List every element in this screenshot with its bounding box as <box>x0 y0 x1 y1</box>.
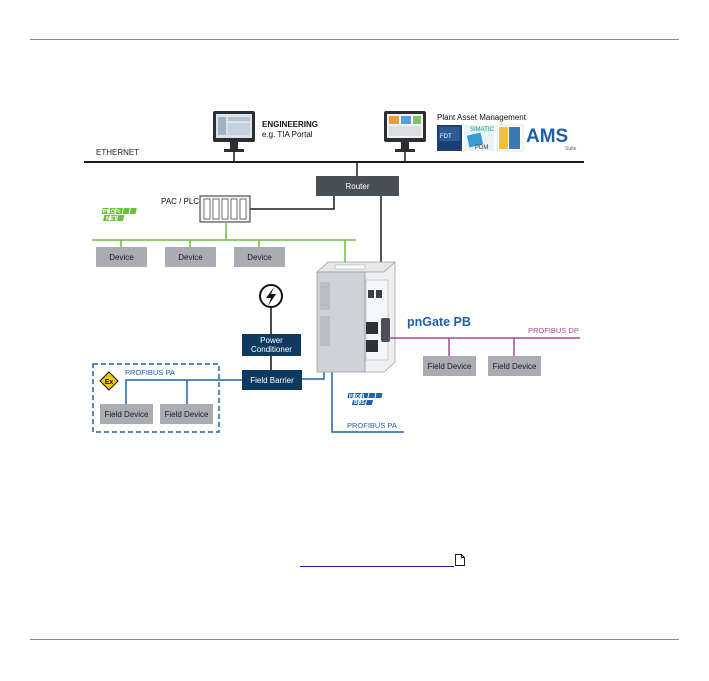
svg-text:Ex: Ex <box>105 379 114 386</box>
engineering-title: ENGINEERING <box>262 120 318 129</box>
device-label-3: Device <box>247 253 272 262</box>
pa-field-device-label-2: Field Device <box>164 410 209 419</box>
device-label-1: Device <box>109 253 134 262</box>
book-logo <box>497 125 523 151</box>
svg-text:FDT: FDT <box>440 134 452 140</box>
asset-management-label: Plant Asset Management <box>437 113 527 122</box>
pac-plc-label: PAC / PLC <box>161 197 199 206</box>
field-barrier-label: Field Barrier <box>250 376 294 385</box>
document-icon <box>455 554 465 566</box>
dp-field-device-label-1: Field Device <box>427 362 472 371</box>
svg-text:BUS: BUS <box>354 400 365 406</box>
profibus-pa-label: PROFIBUS PA <box>347 421 397 430</box>
ex-zone-profibus-pa-label: PROFIBUS PA <box>125 368 175 377</box>
pngate-device-image <box>317 262 395 372</box>
fdt-logo: FDT <box>437 125 462 151</box>
svg-text:AMS: AMS <box>526 126 568 147</box>
ams-suite-logo: AMS Suite <box>526 126 577 152</box>
engineering-subtitle: e.g. TIA Portal <box>262 130 313 139</box>
svg-text:Suite: Suite <box>565 146 577 152</box>
svg-text:NET: NET <box>106 216 118 222</box>
profibus-dp-label: PROFIBUS DP <box>528 326 579 335</box>
power-conditioner-label-2: Conditioner <box>251 345 292 354</box>
hyperlink-underline[interactable] <box>300 566 454 567</box>
power-conditioner-label-1: Power <box>260 336 283 345</box>
engineering-monitor-icon <box>213 111 255 152</box>
gateway-label: pnGate PB <box>407 315 471 329</box>
plc-rack-icon <box>200 196 250 222</box>
router-label: Router <box>345 182 369 191</box>
profinet-logo: PROFI NET <box>100 208 137 222</box>
pa-field-device-label-1: Field Device <box>104 410 149 419</box>
svg-text:PROFI: PROFI <box>103 209 120 215</box>
ex-hazard-icon: Ex <box>100 372 118 390</box>
ethernet-label: ETHERNET <box>96 148 139 157</box>
lightning-icon <box>260 285 282 307</box>
profibus-logo: PROFI BUS <box>346 393 383 406</box>
simatic-pdm-logo: SIMATIC PDM <box>464 125 495 151</box>
asset-monitor-icon <box>384 111 426 152</box>
svg-text:PDM: PDM <box>475 145 488 151</box>
dp-field-device-label-2: Field Device <box>492 362 537 371</box>
svg-text:SIMATIC: SIMATIC <box>470 127 495 133</box>
device-label-2: Device <box>178 253 203 262</box>
